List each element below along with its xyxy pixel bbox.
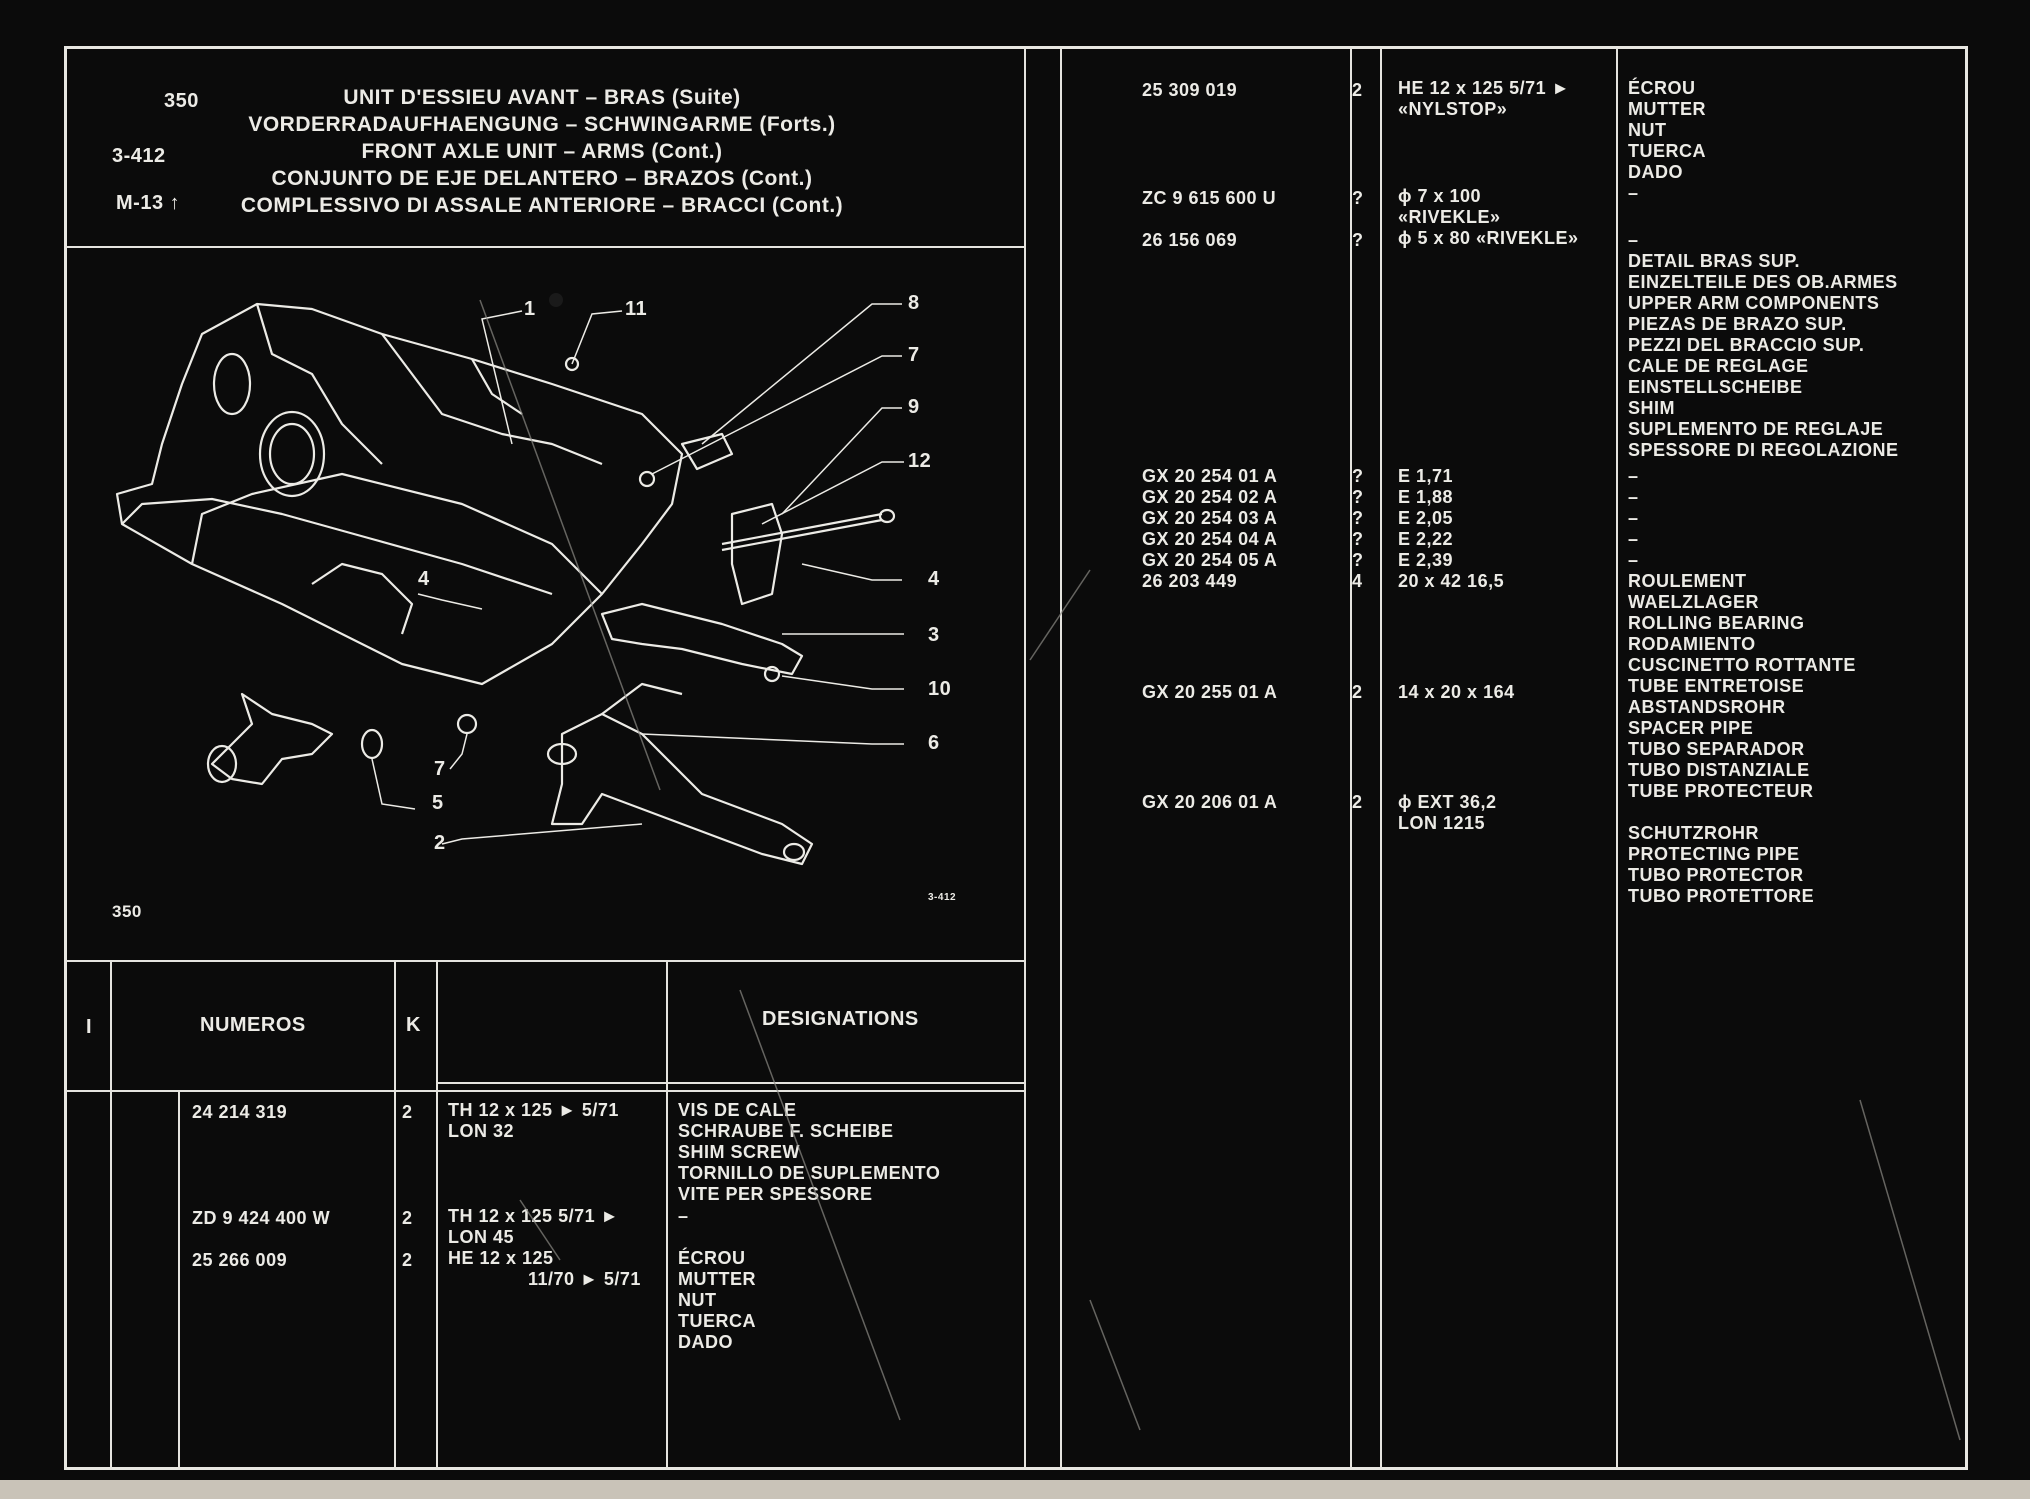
callout-4-right: 4 [928,568,940,590]
callout-2: 2 [434,832,446,854]
callout-6: 6 [928,732,940,754]
callout-7-lower: 7 [434,758,446,780]
exploded-diagram: 1 11 8 7 9 12 4 4 3 10 6 7 5 2 [82,264,982,924]
numero: 24 214 319 [192,1102,288,1122]
col-num-divider [394,960,396,1470]
crossmember-bore [258,410,326,498]
header-numeros: NUMEROS [200,1014,306,1036]
bracket [730,502,784,606]
col-num-inner [178,1092,180,1470]
page-number: 350 [164,90,199,112]
numero: GX 20 255 01 A [1142,682,1278,702]
callout-3: 3 [928,624,940,646]
numero: 25 266 009 [192,1250,288,1270]
chapter-ref: M-13 ↑ [116,192,181,214]
designation: – [678,1206,689,1226]
spec: HE 12 x 125 5/71 ►«NYLSTOP» [1398,78,1570,119]
qty: 2 [402,1250,413,1270]
col-spec-divider [666,960,668,1470]
bolt [721,512,883,546]
title-block: UNIT D'ESSIEU AVANT – BRAS (Suite) VORDE… [222,84,862,219]
qty: 2 [1352,80,1363,100]
left-panel-divider [1024,48,1026,1468]
callout-10: 10 [928,678,952,700]
spacer-5 [360,728,384,760]
table-head-line [66,1090,1026,1092]
lower-arm [550,712,814,866]
title-en: FRONT AXLE UNIT – ARMS (Cont.) [361,140,723,163]
header-designations: DESIGNATIONS [762,1008,919,1030]
spec: TH 12 x 125 5/71 ►LON 45 [448,1206,619,1247]
title-de: VORDERRADAUFHAENGUNG – SCHWINGARME (Fort… [248,113,836,136]
callout-5: 5 [432,792,444,814]
nut-10 [763,665,781,683]
right-spec-divider [1616,48,1618,1468]
figure-ref: 3-412 [112,145,166,167]
callout-12: 12 [908,450,932,472]
qty: 2 [1352,792,1363,812]
header-k: K [406,1014,421,1036]
qty: 2 [402,1102,413,1122]
crossmember-body [115,302,684,686]
col-k-divider [436,960,438,1470]
qty: ? [1352,230,1364,250]
gutter-divider [1060,48,1062,1468]
qty-col: ?????4 [1352,466,1364,591]
page-frame [64,46,1968,1470]
numero: 26 156 069 [1142,230,1238,250]
numero: ZD 9 424 400 W [192,1208,331,1228]
header-divider [66,246,1026,248]
right-k-divider-left [1350,48,1352,1468]
front-axle-drawing [115,302,904,866]
bushing-part [210,692,334,786]
numero: ZC 9 615 600 U [1142,188,1277,208]
up-arrow-icon: ↑ [169,192,181,214]
callout-1: 1 [524,298,536,320]
table-top-line [66,960,1026,962]
diagram-ref-label: 3-412 [928,892,957,903]
diagram-page-label: 350 [112,902,142,921]
spec: 14 x 20 x 164 [1398,682,1515,702]
spec: ϕ 7 x 100«RIVEKLE» [1398,186,1501,227]
right-k-divider-right [1380,48,1382,1468]
numero: GX 20 206 01 A [1142,792,1278,812]
qty: 2 [1352,682,1363,702]
callout-11: 11 [625,298,648,320]
callout-9: 9 [908,396,920,418]
designation: –DETAIL BRAS SUP.EINZELTEILE DES OB.ARME… [1628,230,1899,460]
title-fr: UNIT D'ESSIEU AVANT – BRAS (Suite) [343,86,741,109]
table-spec-line [438,1082,1026,1084]
upper-arm [600,602,804,676]
bushing-8 [680,432,734,471]
spec: ϕ 5 x 80 «RIVEKLE» [1398,228,1579,248]
header-i: I [86,1016,93,1038]
nut-7 [456,713,478,735]
qty: ? [1352,188,1364,208]
callout-4-left: 4 [418,568,430,590]
title-it: COMPLESSIVO DI ASSALE ANTERIORE – BRACCI… [240,194,844,217]
callout-7: 7 [908,344,920,366]
col-i-divider [110,960,112,1470]
qty: 2 [402,1208,413,1228]
callout-8: 8 [908,292,920,314]
designation-col: ––––– [1628,466,1639,570]
title-es: CONJUNTO DE EJE DELANTERO – BRAZOS (Cont… [271,167,813,190]
numero: 25 309 019 [1142,80,1238,100]
